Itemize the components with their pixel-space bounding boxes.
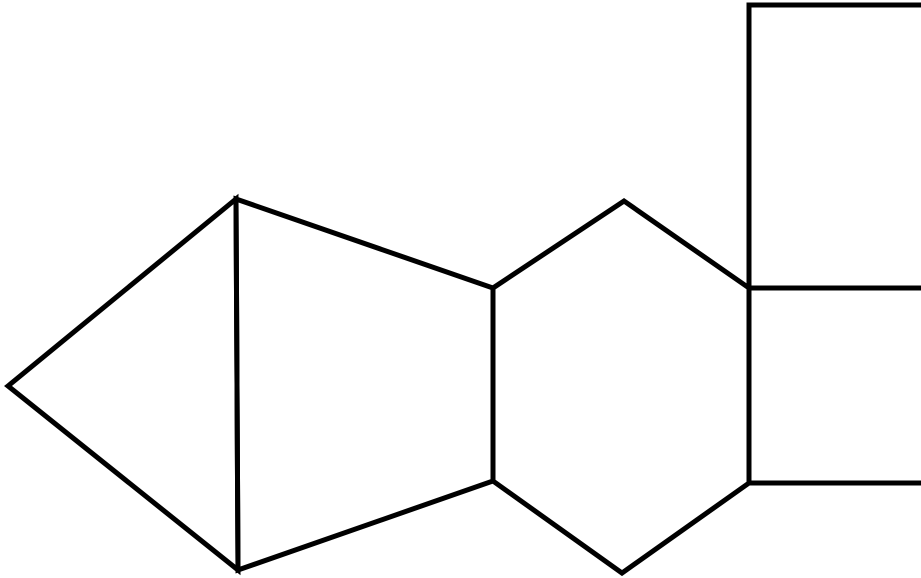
hexagon — [490, 197, 752, 577]
upper-square — [746, 2, 921, 291]
lower-rectangle — [746, 285, 921, 486]
triangle — [4, 193, 241, 576]
quadrilateral — [233, 195, 496, 574]
